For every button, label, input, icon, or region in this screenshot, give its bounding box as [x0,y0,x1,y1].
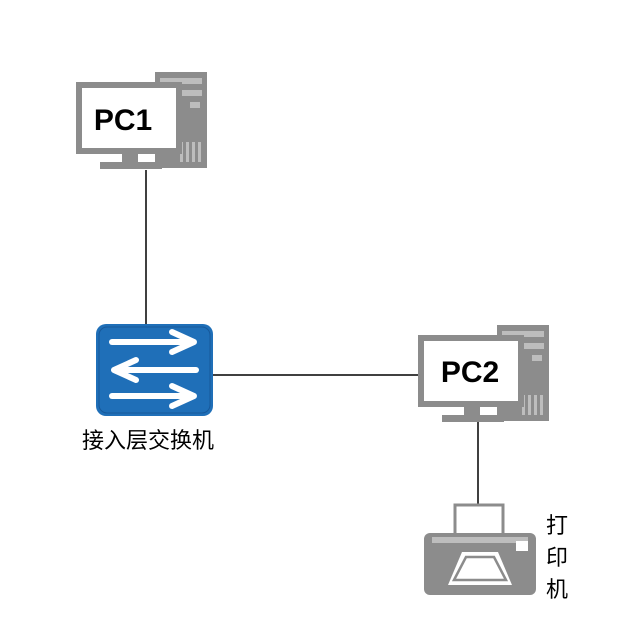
desktop-computer-icon [418,325,549,422]
printer-icon [424,503,536,595]
pc1-label: PC1 [94,104,152,137]
pc1-node: PC1 [76,72,207,169]
pc2-label: PC2 [441,356,499,389]
printer-label-char-3: 机 [546,578,568,603]
printer-label: 打 印 机 [546,514,568,603]
printer-label-char-2: 印 [546,546,568,571]
switch-label: 接入层交换机 [82,429,214,454]
switch-arrows-icon [96,324,213,416]
printer-label-char-1: 打 [546,514,568,539]
pc2-node: PC2 [418,325,549,422]
printer-node: 打 印 机 [424,503,568,603]
desktop-computer-icon [76,72,207,169]
switch-node: 接入层交换机 [82,324,214,454]
